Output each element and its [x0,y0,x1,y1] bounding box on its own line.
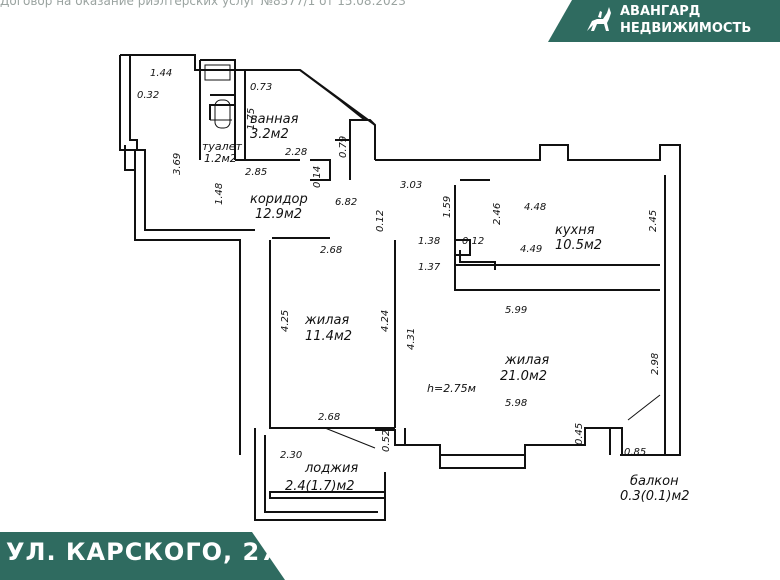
brand-line1: АВАНГАРД [620,4,701,19]
dim-label: 4.48 [524,202,546,213]
brand-banner [548,0,780,42]
living1-name: жилая [304,313,349,328]
address-banner [0,532,285,580]
dim-label: 5.99 [505,305,527,316]
dim-label: 2.45 [648,210,659,232]
brand-line2: НЕДВИЖИМОСТЬ [620,21,752,36]
ceiling-height: h=2.75м [427,382,476,395]
dim-label: 0.73 [250,82,272,93]
living1-area: 11.4м2 [305,329,352,344]
dim-label: 0.32 [137,90,159,101]
wc-area: 1.2м2 [204,152,237,165]
dim-label: 3.69 [172,153,183,175]
dim-label: 2.98 [650,353,661,375]
brand-name: АВАНГАРД НЕДВИЖИМОСТЬ [620,3,751,37]
dim-label: 6.82 [335,197,357,208]
dim-label: 2.28 [285,147,307,158]
horse-rider-logo [587,7,611,31]
contract-text: Договор на оказание риэлтерских услуг №8… [0,0,406,8]
address-label: УЛ. КАРСКОГО, 27 [6,538,278,566]
dim-label: 0.79 [338,136,349,158]
dim-label: 0.45 [574,423,585,445]
dim-label: 4.24 [380,310,391,332]
dim-label: 4.25 [280,310,291,332]
dim-label: 0.14 [312,166,323,188]
dim-label: 4.31 [406,328,417,350]
kitchen-name: кухня [555,223,595,238]
dim-label: 1.44 [150,68,172,79]
dim-label: 2.46 [492,203,503,225]
dim-label: 2.30 [280,450,302,461]
walls [119,54,681,521]
dim-label: 4.49 [520,244,542,255]
doors [204,64,661,449]
dim-label: 1.38 [418,236,440,247]
kitchen-area: 10.5м2 [555,238,602,253]
balcony-name: балкон [630,474,679,489]
corridor-name: коридор [250,192,308,207]
dim-label: 5.98 [505,398,527,409]
bath-area: 3.2м2 [250,127,289,142]
bath-name: ванная [250,112,299,127]
wc-name: туалет [202,140,242,153]
balcony-area: 0.3(0.1)м2 [620,489,690,504]
dim-label: 1.75 [246,108,257,130]
dim-label: 2.68 [320,245,342,256]
dim-label: 1.59 [442,196,453,218]
living2-area: 21.0м2 [500,369,547,384]
loggia-name: лоджия [304,461,358,476]
dim-label: 3.03 [400,180,422,191]
living2-name: жилая [504,353,549,368]
loggia-area: 2.4(1.7)м2 [285,479,355,494]
dim-label: 2.68 [318,412,340,423]
dim-label: 0.85 [624,447,646,458]
dim-label: 2.85 [245,167,267,178]
dim-label: 0.12 [462,236,484,247]
dim-label: 1.48 [214,183,225,205]
corridor-area: 12.9м2 [255,207,302,222]
dim-label: 0.52 [381,430,392,452]
dim-label: 0.12 [375,210,386,232]
dim-label: 1.37 [418,262,441,273]
